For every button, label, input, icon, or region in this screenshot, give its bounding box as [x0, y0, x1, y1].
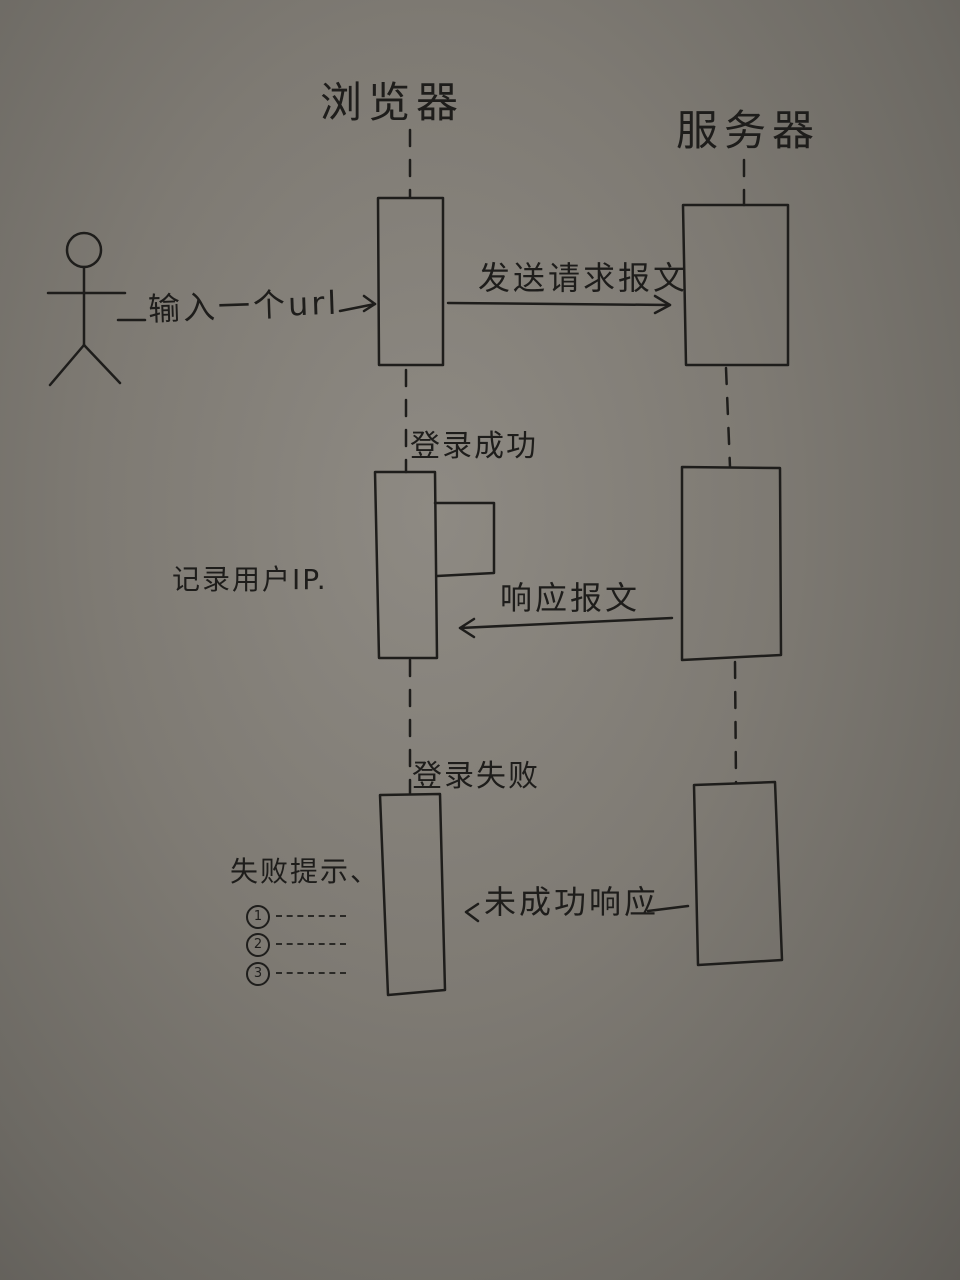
login-success-label: 登录成功 [410, 429, 538, 464]
browser-participant-label: 浏览器 [320, 78, 465, 127]
hint-number: 3 [246, 962, 270, 986]
hint-placeholder-dots [276, 915, 346, 917]
input-url-label: 输入一个url [147, 283, 340, 329]
hint-number: 1 [246, 905, 270, 929]
login-failure-label: 登录失败 [412, 759, 540, 794]
browser-activation-1 [376, 196, 445, 367]
self-call-bracket [433, 501, 496, 578]
unsuccessful-response-arrow [464, 902, 690, 923]
unsuccessful-response-label: 未成功响应 [484, 883, 660, 921]
server-participant-label: 服务器 [676, 106, 821, 155]
input-url-arrow [116, 294, 377, 322]
browser-activation-2 [373, 470, 439, 660]
user-actor-icon [46, 231, 127, 387]
server-activation-1 [681, 203, 790, 367]
send-request-arrow [446, 294, 672, 315]
browser-lifeline [404, 128, 412, 795]
browser-activation-3 [378, 792, 447, 997]
response-label: 响应报文 [500, 579, 641, 617]
hint-number: 2 [246, 933, 270, 957]
failure-hint-note: 失败提示、 [230, 855, 381, 888]
hint-placeholder-dots [276, 972, 346, 974]
hint-placeholder-dots [276, 943, 346, 945]
server-lifeline [724, 158, 746, 785]
send-request-label: 发送请求报文 [478, 259, 689, 297]
server-activation-2 [680, 465, 783, 662]
response-arrow [458, 616, 674, 639]
record-ip-note: 记录用户IP. [172, 563, 328, 596]
server-activation-3 [692, 780, 784, 967]
